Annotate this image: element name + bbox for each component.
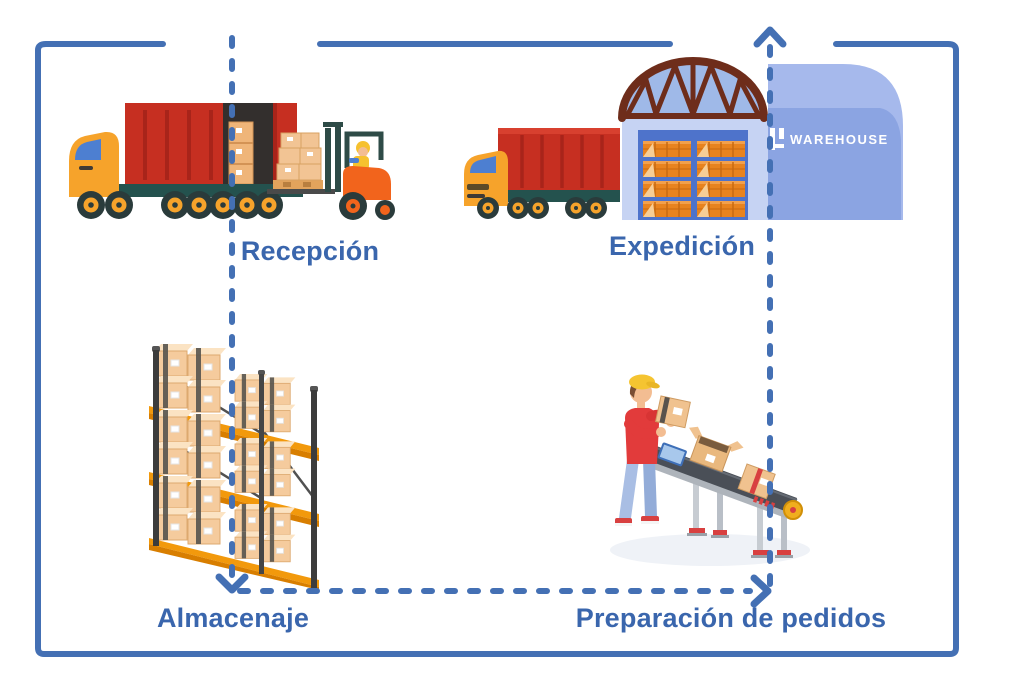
warehouse-building-icon: WAREHOUSE (618, 57, 903, 220)
reception-illustration (69, 103, 395, 220)
stage-label-expedicion: Expedición (608, 231, 756, 261)
storage-illustration (149, 343, 319, 590)
stage-label-recepcion: Recepción (240, 236, 380, 266)
box-stacks (154, 343, 296, 563)
cargo-truck-icon (69, 103, 303, 219)
stage-label-preparacion: Preparación de pedidos (575, 603, 887, 633)
arrowhead-right-icon (750, 574, 772, 608)
arrowhead-up-icon (753, 26, 787, 48)
delivery-truck-icon (464, 128, 620, 219)
expedition-truck-illustration (464, 128, 620, 219)
warehouse-illustration: WAREHOUSE (618, 57, 903, 220)
forklift-icon (267, 122, 395, 220)
stage-label-almacenaje: Almacenaje (156, 603, 310, 633)
storage-rack-icon (149, 343, 319, 590)
held-box-icon (655, 395, 691, 429)
warehouse-sign: WAREHOUSE (790, 132, 889, 147)
picking-illustration (610, 374, 810, 566)
